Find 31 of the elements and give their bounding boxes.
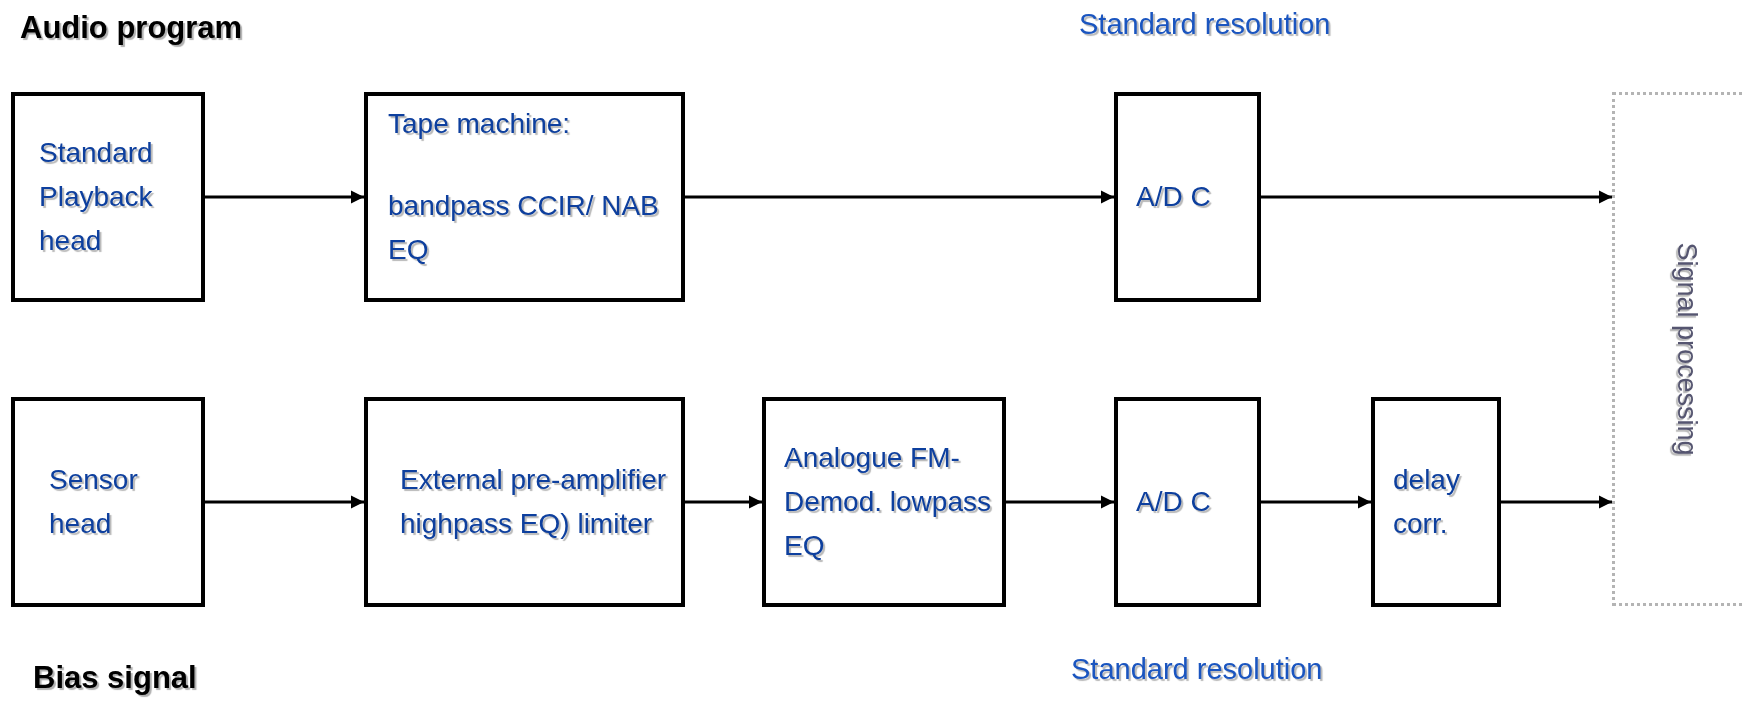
process-box — [1114, 92, 1261, 302]
process-box — [11, 92, 205, 302]
process-box — [364, 92, 685, 302]
process-box — [364, 397, 685, 607]
arrow — [685, 190, 1114, 204]
box-label: delay corr. — [1393, 463, 1461, 541]
annotation-text: Standard resolution — [1079, 8, 1331, 41]
arrow — [205, 190, 364, 204]
process-box — [11, 397, 205, 607]
section-title: Audio program — [20, 10, 243, 46]
annotation-text: Standard resolution — [1071, 653, 1323, 686]
box-label: Standard Playback head — [39, 136, 154, 258]
box-label: Sensor head — [49, 463, 139, 541]
arrow — [685, 495, 762, 509]
process-box — [1371, 397, 1501, 607]
box-label: Analogue FM-Demod. lowpass EQ — [784, 441, 992, 563]
process-box — [762, 397, 1006, 607]
arrow — [1501, 495, 1612, 509]
box-label: bandpass CCIR/ NAB EQ — [388, 189, 660, 267]
dotted-region — [1612, 92, 1744, 606]
arrow — [1006, 495, 1114, 509]
section-title: Bias signal — [33, 660, 197, 696]
arrow — [1261, 190, 1612, 204]
box-heading: Tape machine: — [388, 107, 572, 141]
arrow — [205, 495, 364, 509]
process-box — [1114, 397, 1261, 607]
box-label: External pre-amplifier highpass EQ) limiter — [400, 463, 668, 541]
arrow — [1261, 495, 1371, 509]
box-label: Signal processing — [1671, 242, 1703, 456]
box-label: A/D C — [1136, 180, 1212, 214]
box-label: A/D C — [1136, 485, 1212, 519]
